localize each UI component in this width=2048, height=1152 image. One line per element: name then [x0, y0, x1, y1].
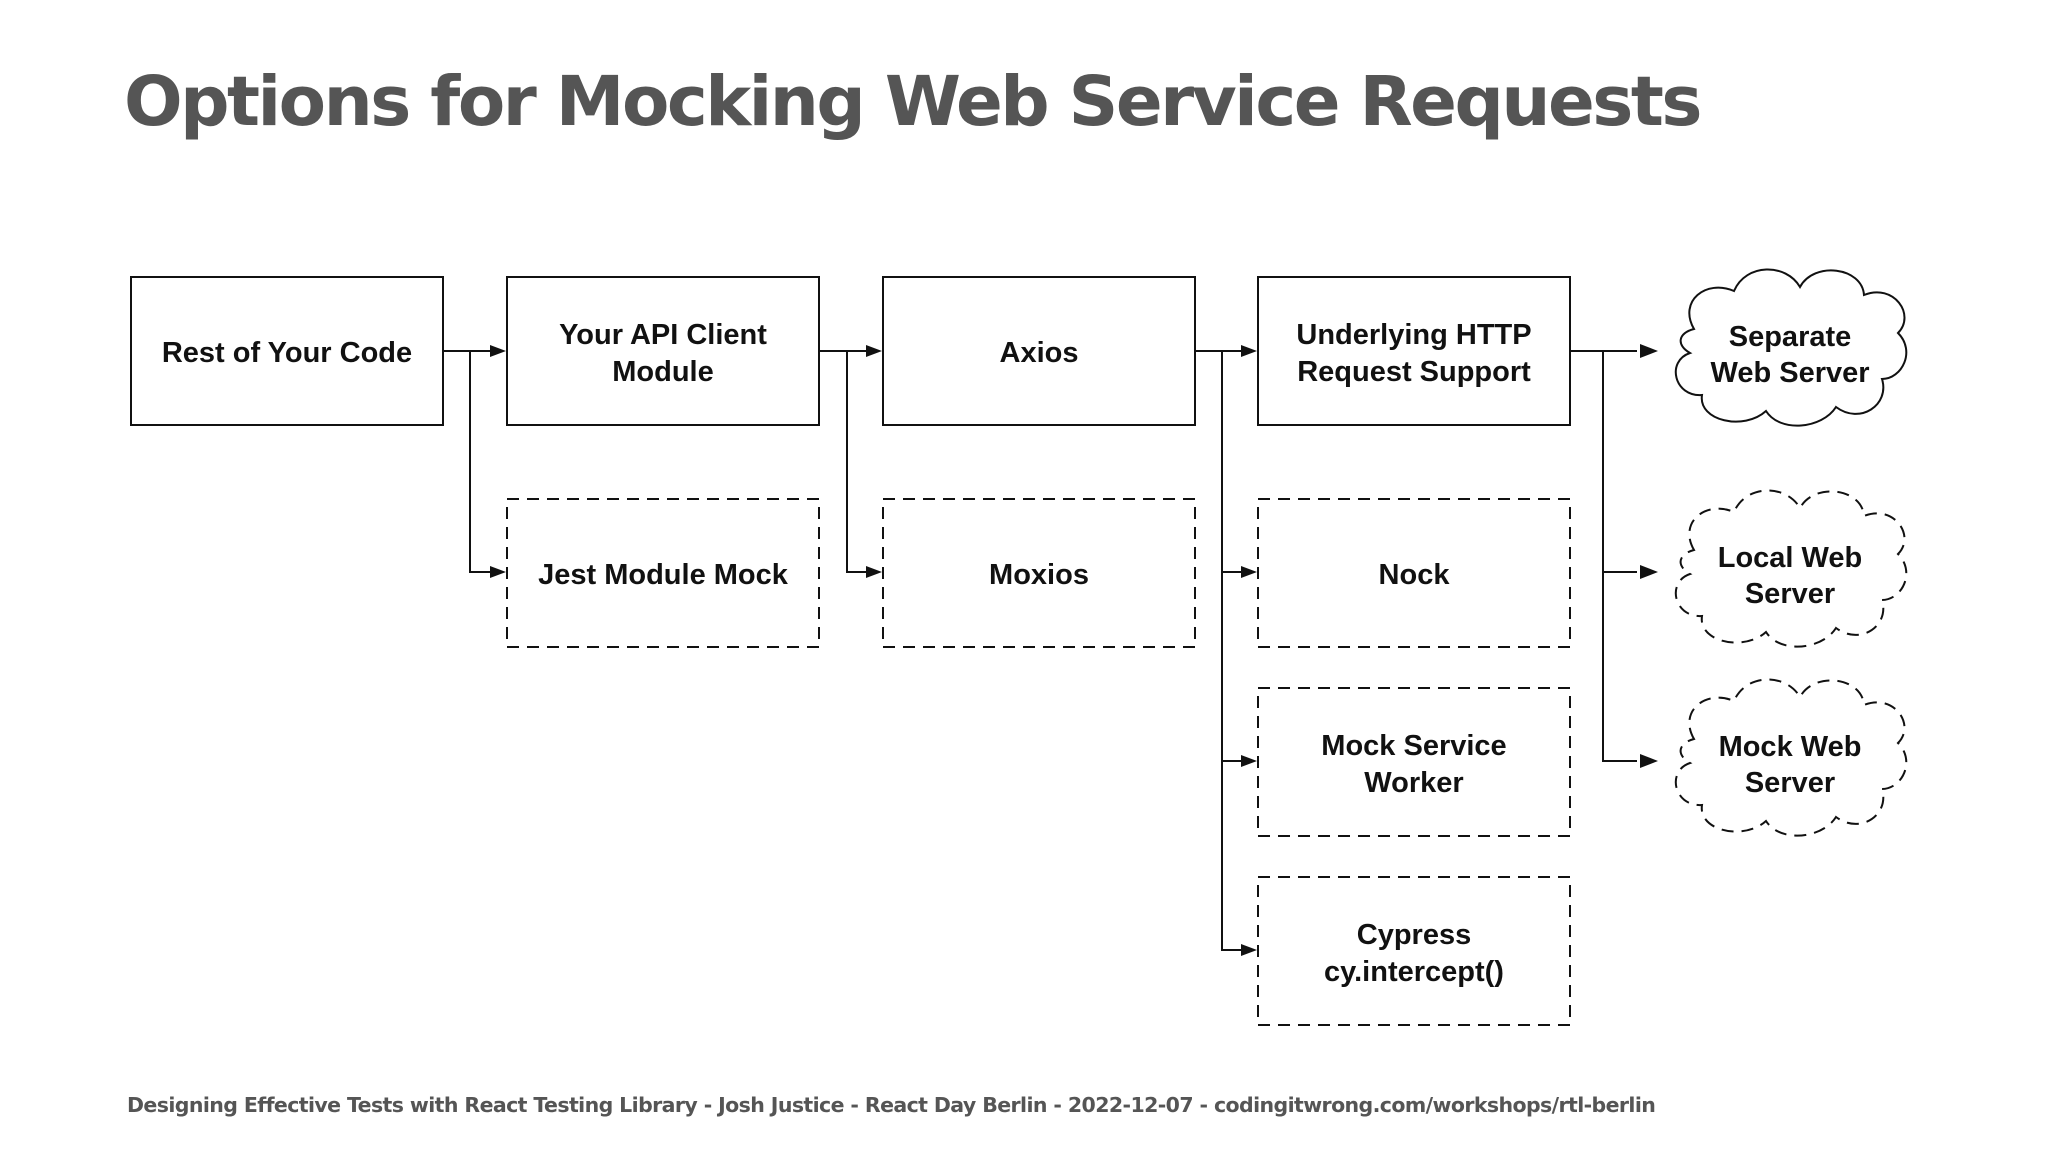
node-label: Axios — [1000, 337, 1079, 369]
node-underlying-http-request-support: Underlying HTTP Request Support — [1257, 276, 1571, 426]
arrowhead — [490, 345, 506, 357]
node-label: Server — [1745, 767, 1835, 799]
node-box — [506, 276, 820, 426]
node-label: Nock — [1379, 559, 1451, 591]
node-your-api-client-module: Your API Client Module — [506, 276, 820, 426]
node-label: Moxios — [989, 559, 1089, 591]
node-moxios: Moxios — [882, 498, 1196, 648]
node-mock-service-worker: Mock Service Worker — [1257, 687, 1571, 837]
arrowheads — [490, 344, 1658, 956]
arrowhead — [1241, 755, 1257, 767]
connectors — [443, 350, 1637, 951]
arrowhead — [1241, 345, 1257, 357]
node-label: Underlying HTTP — [1296, 319, 1531, 351]
node-label: Your API Client — [559, 319, 767, 351]
node-box — [1257, 498, 1571, 648]
arrowhead — [1241, 944, 1257, 956]
arrowhead — [490, 566, 506, 578]
node-label: Jest Module Mock — [538, 559, 789, 591]
arrowhead — [1640, 565, 1658, 579]
arrowhead — [866, 566, 882, 578]
node-label: Request Support — [1297, 356, 1531, 388]
node-box — [882, 498, 1196, 648]
arrowhead — [1640, 344, 1658, 358]
slide-footer: Designing Effective Tests with React Tes… — [127, 1093, 1656, 1117]
node-box — [1257, 876, 1571, 1026]
node-cypress-intercept: Cypress cy.intercept() — [1257, 876, 1571, 1026]
node-label: Server — [1745, 578, 1835, 610]
node-label: Module — [612, 356, 714, 388]
node-label: Mock Service — [1321, 730, 1506, 762]
node-label: cy.intercept() — [1324, 956, 1504, 988]
node-nock: Nock — [1257, 498, 1571, 648]
node-box — [1257, 687, 1571, 837]
node-separate-web-server: Separate Web Server — [1674, 268, 1908, 427]
node-label: Separate — [1729, 321, 1852, 353]
node-label: Worker — [1364, 767, 1463, 799]
node-axios: Axios — [882, 276, 1196, 426]
node-jest-module-mock: Jest Module Mock — [506, 498, 820, 648]
node-local-web-server: Local Web Server — [1674, 489, 1908, 648]
node-box — [1257, 276, 1571, 426]
arrowhead — [1640, 754, 1658, 768]
slide-title: Options for Mocking Web Service Requests — [124, 62, 1702, 142]
node-box — [130, 276, 444, 426]
node-box — [506, 498, 820, 648]
connector-http-to-servers — [1602, 351, 1637, 762]
node-rest-of-your-code: Rest of Your Code — [130, 276, 444, 426]
node-box — [882, 276, 1196, 426]
connector-api-to-moxios — [846, 351, 868, 573]
node-label: Web Server — [1710, 357, 1869, 389]
connector-axios-to-interceptors — [1221, 351, 1243, 951]
node-label: Local Web — [1718, 542, 1863, 574]
arrowhead — [1241, 566, 1257, 578]
node-label: Rest of Your Code — [162, 337, 412, 369]
node-label: Cypress — [1357, 919, 1471, 951]
connector-code-to-jest-mock — [469, 351, 492, 573]
node-mock-web-server: Mock Web Server — [1674, 678, 1908, 837]
node-label: Mock Web — [1719, 731, 1862, 763]
arrowhead — [866, 345, 882, 357]
